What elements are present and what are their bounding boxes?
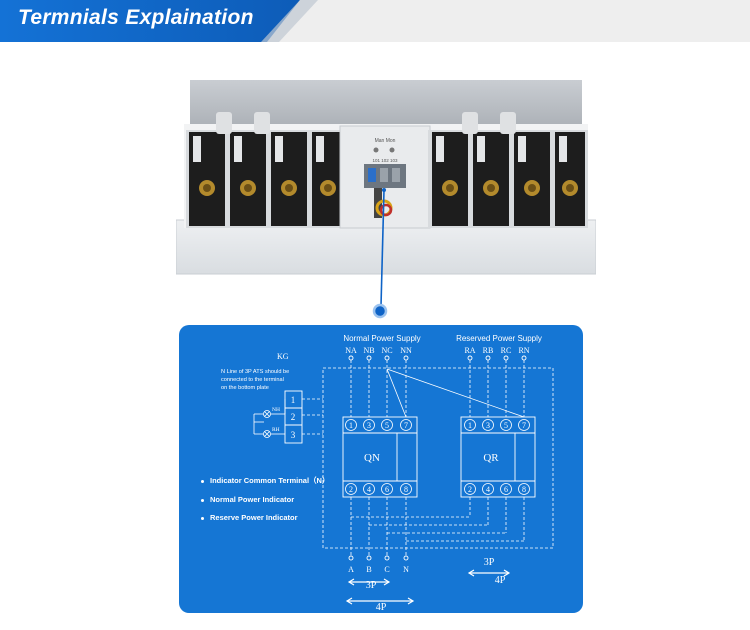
page-title: Termnials Explaination [18,6,254,29]
svg-text:Man Mon: Man Mon [375,138,396,144]
terminal-rb: RB [483,346,494,355]
svg-text:1: 1 [349,421,353,430]
output-c: C [384,565,389,574]
terminal-nc: NC [381,346,392,355]
left-terminal-block [186,112,346,228]
terminal-rc: RC [501,346,512,355]
svg-text:1: 1 [291,395,296,405]
svg-text:6: 6 [385,485,389,494]
qn-label: QN [364,452,380,464]
right-terminal-block [428,112,588,228]
wiring-diagram: Normal Power Supply Reserved Power Suppl… [221,334,554,613]
header-banner: Termnials Explaination [0,0,750,42]
lamp-nh-label: NH [272,407,280,413]
svg-text:3: 3 [367,421,371,430]
svg-text:1: 1 [468,421,472,430]
svg-text:2: 2 [291,412,296,422]
legend-item: Normal Power Indicator [201,495,329,504]
svg-text:4: 4 [367,485,371,494]
svg-text:5: 5 [504,421,508,430]
label-3p-left: 3P [366,580,377,591]
kg-terminal-block: 1 2 3 [284,390,303,444]
svg-text:2: 2 [349,485,353,494]
legend: Indicator Common Terminal（N） Normal Powe… [201,475,329,531]
svg-text:4: 4 [486,485,490,494]
supply-terminals [348,355,527,361]
note-text: N Line of 3P ATS should be connected to … [221,369,289,391]
wiring-diagram-panel: Normal Power Supply Reserved Power Suppl… [179,325,583,613]
svg-text:N Line of 3P ATS should be: N Line of 3P ATS should be [221,369,289,375]
kg-label: KG [277,352,289,361]
label-3p-right: 3P [484,557,495,568]
lamp-rh-label: RH [272,427,280,433]
svg-text:3: 3 [291,430,296,440]
banner-tab [0,0,300,42]
switch-qr: 1 3 5 7 2 4 6 8 QR [460,416,536,498]
terminal-nn: NN [400,346,412,355]
terminal-rn: RN [518,346,529,355]
label-4p-right: 4P [495,575,506,586]
svg-text:6: 6 [504,485,508,494]
normal-supply-label: Normal Power Supply [343,334,420,343]
output-a: A [348,565,354,574]
svg-text:8: 8 [404,485,408,494]
svg-text:101 102 103: 101 102 103 [372,158,398,163]
terminal-ra: RA [464,346,475,355]
svg-text:2: 2 [468,485,472,494]
svg-text:on the bottom plate: on the bottom plate [221,385,269,391]
legend-item: Indicator Common Terminal（N） [201,475,329,486]
legend-item: Reserve Power Indicator [201,513,329,522]
output-b: B [366,565,371,574]
lamp-icon [263,410,271,438]
center-control-panel: Man Mon 101 102 103 [339,125,431,229]
reserved-supply-label: Reserved Power Supply [456,334,542,343]
qr-label: QR [483,452,499,464]
output-n: N [403,565,409,574]
switch-qn: 1 3 5 7 2 4 6 8 QN [342,416,418,498]
svg-text:7: 7 [404,421,408,430]
label-4p-left: 4P [376,602,387,613]
terminal-na: NA [345,346,357,355]
terminal-nb: NB [363,346,374,355]
svg-text:5: 5 [385,421,389,430]
svg-text:connected to the terminal: connected to the terminal [221,377,284,383]
product-photo: Man Mon 101 102 103 [176,80,596,275]
output-terminals [348,555,409,561]
wiring-lines [302,360,554,557]
svg-text:8: 8 [522,485,526,494]
pole-arrows [345,569,511,605]
svg-text:3: 3 [486,421,490,430]
svg-text:7: 7 [522,421,526,430]
